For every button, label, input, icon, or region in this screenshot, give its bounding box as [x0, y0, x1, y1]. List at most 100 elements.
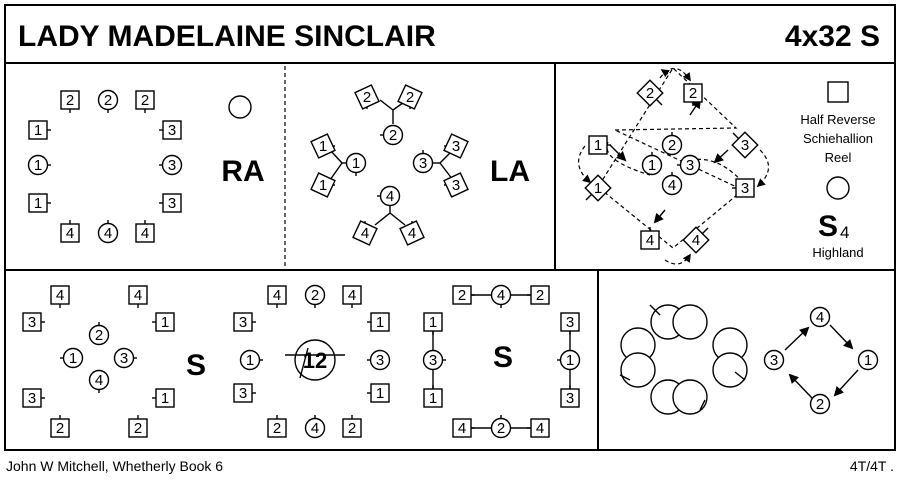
figure-label-s1: S	[186, 349, 206, 382]
man-dancer	[560, 388, 580, 408]
lady-dancer	[412, 152, 434, 174]
lady-dancer	[62, 347, 84, 369]
lady-dancer	[809, 393, 831, 415]
lady-dancer	[97, 89, 119, 111]
man-dancer-label: 2	[66, 92, 74, 109]
reel-arrow	[609, 144, 627, 162]
lady-dancer-label: 3	[686, 157, 694, 174]
lady-dancer-label: 4	[311, 420, 319, 437]
reel-loop	[712, 352, 748, 388]
lady-dancer-label: 1	[566, 352, 574, 369]
man-dancer-label: 4	[646, 232, 654, 249]
man-dancer	[682, 226, 710, 254]
man-dancer-label: 4	[408, 225, 416, 242]
man-dancer-label: 2	[536, 287, 544, 304]
lady-dancer-label: 4	[386, 188, 394, 205]
lady-dancer-label: 2	[311, 287, 319, 304]
man-dancer	[683, 83, 703, 103]
man-dancer	[155, 312, 175, 332]
lady-dancer	[763, 349, 785, 371]
man-dancer	[443, 172, 469, 198]
man-dancer	[530, 418, 550, 438]
man-dancer-label: 1	[161, 390, 169, 407]
footer-author: John W Mitchell, Whetherly Book 6	[6, 458, 224, 474]
lady-dancer-label: 3	[168, 157, 176, 174]
hand-join	[374, 212, 391, 226]
chase-path	[659, 67, 691, 82]
man-dancer	[452, 418, 472, 438]
lady-dancer-label: 3	[419, 155, 427, 172]
man-dancer	[135, 223, 155, 243]
man-dancer-label: 3	[566, 390, 574, 407]
man-dancer	[423, 312, 443, 332]
legend-reel-line1: Half Reverse	[800, 112, 875, 127]
lady-dancer	[857, 349, 879, 371]
lady-dancer	[345, 152, 367, 174]
lady-dancer-label: 4	[816, 309, 824, 326]
lady-dancer	[304, 284, 326, 306]
reel-arrow	[713, 149, 729, 164]
man-dancer	[370, 383, 390, 403]
man-dancer-label: 1	[161, 314, 169, 331]
man-dancer-label: 4	[348, 287, 356, 304]
man-dancer	[128, 285, 148, 305]
lady-dancer-label: 4	[668, 177, 676, 194]
man-dancer	[636, 79, 664, 107]
lady-dancer	[88, 324, 110, 346]
man-dancer-label: 1	[429, 314, 437, 331]
figure-label-s2: S	[493, 341, 513, 374]
man-dancer	[60, 90, 80, 110]
chase-path	[756, 149, 770, 188]
lady-dancer-label: 1	[352, 155, 360, 172]
lady-dancer	[661, 134, 683, 156]
man-dancer	[310, 133, 336, 159]
man-dancer	[423, 388, 443, 408]
man-dancer-label: 1	[319, 138, 327, 155]
chase-path	[578, 145, 592, 184]
figure-label-ra: RA	[221, 155, 264, 188]
man-dancer	[354, 84, 380, 110]
lady-dancer	[379, 185, 401, 207]
lady-dancer	[369, 349, 391, 371]
man-dancer-label: 2	[646, 85, 654, 102]
loop-tick	[619, 374, 631, 381]
man-dancer-label: 2	[56, 420, 64, 437]
hand-join	[379, 99, 394, 111]
lady-dancer	[97, 222, 119, 244]
reel-loop	[672, 304, 708, 340]
lady-dancer-label: 2	[95, 327, 103, 344]
man-dancer	[50, 285, 70, 305]
man-dancer-label: 1	[376, 385, 384, 402]
man-dancer	[28, 193, 48, 213]
man-dancer	[731, 131, 759, 159]
man-dancer	[128, 418, 148, 438]
legend-circle	[826, 176, 850, 200]
man-dancer	[640, 230, 660, 250]
circle-count: 12	[303, 348, 327, 373]
chase-arrow	[788, 373, 813, 399]
man-dancer-label: 3	[741, 137, 749, 154]
legend-setting-bars: 4	[840, 223, 849, 242]
man-dancer	[370, 312, 390, 332]
man-dancer-label: 2	[458, 287, 466, 304]
man-dancer-label: 4	[692, 232, 700, 249]
man-dancer-label: 4	[458, 420, 466, 437]
man-dancer	[50, 418, 70, 438]
chase-path	[664, 253, 691, 265]
lady-dancer-label: 4	[104, 225, 112, 242]
hand-join	[329, 162, 343, 181]
lady-dancer-label: 1	[246, 352, 254, 369]
lady-dancer-label: 3	[120, 350, 128, 367]
lady-dancer	[809, 306, 831, 328]
man-dancer-label: 3	[452, 138, 460, 155]
circle-of-dancers	[294, 339, 336, 381]
dance-form: 4x32 S	[785, 20, 880, 53]
man-dancer-label: 4	[361, 225, 369, 242]
man-dancer-label: 4	[273, 287, 281, 304]
lady-dancer-label: 3	[770, 352, 778, 369]
legend-reel-line2: Schiehallion	[803, 131, 873, 146]
man-dancer	[233, 312, 253, 332]
man-dancer	[162, 193, 182, 213]
man-dancer	[267, 285, 287, 305]
